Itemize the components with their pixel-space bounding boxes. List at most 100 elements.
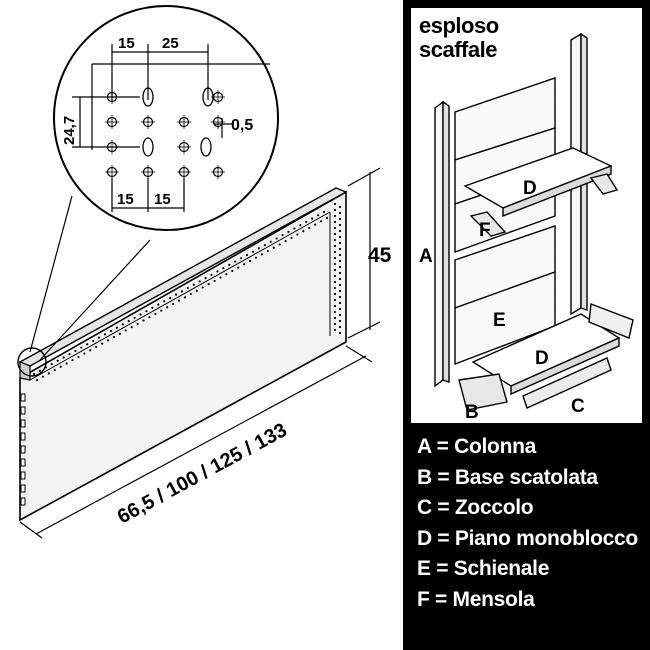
legend-item-f: F = Mensola (417, 587, 535, 611)
perforation-hole (231, 269, 234, 272)
perforation-hole (133, 316, 136, 319)
perforation-hole (77, 355, 80, 358)
perforation-hole (338, 241, 342, 245)
perforation-hole (248, 259, 252, 263)
perforation-hole (290, 236, 293, 239)
perforation-hole (275, 237, 278, 240)
perforation-hole (333, 316, 337, 320)
perforation-hole (333, 202, 337, 206)
perforation-hole (207, 283, 210, 286)
perforation-hole (302, 230, 305, 233)
perforation-hole (333, 274, 337, 278)
perforation-hole (56, 359, 59, 362)
perforation-hole (154, 312, 157, 315)
perforation-hole (338, 325, 342, 329)
perforation-hole (106, 339, 110, 342)
perforation-hole (139, 313, 142, 316)
perforation-hole (338, 205, 342, 209)
dim-bottom-1: 15 (117, 191, 134, 208)
perforation-hole (263, 243, 266, 247)
perforation-hole (333, 280, 337, 284)
perforation-hole (112, 335, 116, 339)
side-slots (20, 393, 26, 506)
perforation-hole (201, 286, 204, 289)
exploded-title-line-2: scaffale (419, 37, 497, 62)
perforation-hole (299, 224, 302, 227)
perforation-hole (189, 292, 192, 296)
perforation-hole (322, 210, 326, 214)
part-letter-B: B (465, 402, 479, 423)
side-slot (20, 471, 26, 480)
side-slot (20, 406, 26, 415)
perforation-hole (213, 279, 216, 282)
perforation-hole (338, 235, 342, 239)
dim-right: 0,5 (231, 117, 253, 134)
perforation-band-top (32, 210, 329, 382)
perforation-hole (296, 233, 299, 236)
perforation-hole (98, 336, 101, 339)
perforation-hole (333, 268, 337, 272)
perforation-hole (172, 302, 175, 306)
perforation-hole (160, 309, 163, 312)
perforation-hole (333, 250, 337, 254)
perforation-hole (338, 265, 342, 269)
perforation-hole (228, 263, 231, 266)
perforation-hole (186, 286, 189, 290)
perforation-hole (338, 331, 342, 335)
perforation-hole (338, 271, 342, 275)
perforation-hole (65, 362, 68, 365)
perforation-hole (333, 262, 337, 266)
perforation-hole (195, 289, 198, 292)
side-slot (20, 419, 26, 428)
perforation-hole (95, 345, 98, 349)
detail-dimension-lines (72, 44, 270, 212)
slot-hole (142, 137, 154, 157)
dim-top-1: 15 (118, 35, 135, 52)
perforation-hole (204, 277, 207, 280)
perforation-band-right (333, 202, 342, 335)
perforation-hole (338, 277, 342, 281)
perforation-hole (74, 349, 77, 352)
perforation-hole (338, 259, 342, 263)
perforation-hole (71, 359, 74, 362)
perforation-hole (338, 253, 342, 257)
perforation-hole (86, 343, 89, 346)
perforation-hole (272, 246, 275, 249)
perforation-hole (89, 349, 92, 352)
exploded-shelf-drawing: A B C D D E F (419, 32, 634, 423)
callout-circle-small (17, 347, 47, 377)
slot-hole (200, 137, 212, 157)
dim-bottom-2: 15 (154, 191, 171, 208)
perforation-hole (338, 319, 342, 323)
perforation-hole (157, 303, 160, 306)
perforation-hole (32, 372, 36, 376)
perforation-hole (333, 322, 337, 326)
perforation-hole (281, 234, 284, 237)
perforation-hole (222, 267, 225, 270)
perforation-hole (237, 266, 240, 269)
exploded-view-title: esploso scaffale (419, 14, 499, 62)
callout-line-2 (39, 239, 151, 361)
perforation-hole (163, 300, 166, 303)
perforation-hole (148, 316, 151, 319)
perforation-hole (169, 296, 172, 300)
legend-item-e: E = Schienale (417, 557, 550, 581)
perforation-hole (338, 289, 342, 293)
perforation-hole (338, 301, 342, 305)
perforation-hole (333, 238, 337, 242)
side-slot (20, 432, 26, 441)
perforation-hole (333, 220, 337, 224)
legend-item-c: C = Zoccolo (417, 496, 534, 520)
perforation-hole (333, 310, 337, 314)
base-bracket (588, 303, 634, 339)
perforation-hole (103, 333, 107, 336)
dim-left: 24,7 (61, 116, 78, 145)
perforation-hole (316, 214, 320, 217)
perforation-hole (243, 263, 246, 266)
perforation-hole (338, 229, 342, 233)
perforation-hole (333, 244, 337, 248)
perforation-hole (41, 375, 45, 378)
plinth (522, 357, 612, 409)
part-letter-E: E (493, 310, 506, 331)
column-left (434, 100, 444, 388)
